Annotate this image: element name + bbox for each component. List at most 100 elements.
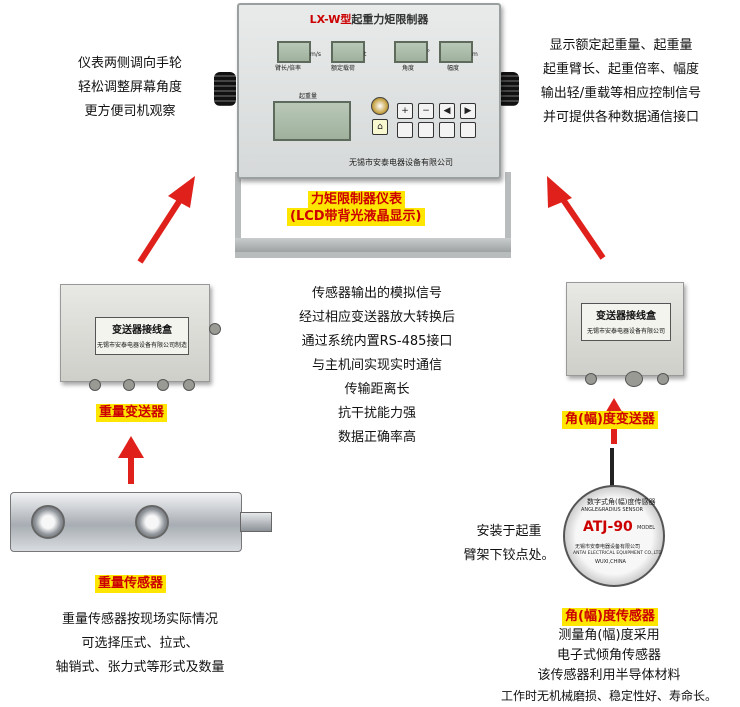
text-line: 仪表两侧调向手轮 (77, 56, 182, 71)
angle-sensor-model-suffix: MODEL (637, 525, 656, 531)
text-line: 通过系统内置RS-485接口 (301, 334, 453, 349)
top-right-description: 显示额定起重量、起重量 起重臂长、起重倍率、幅度 输出轻/重载等相应控制信号 并… (526, 34, 716, 130)
box-label: 变送器接线盒 (112, 325, 172, 336)
load-sensor-hole-icon (135, 505, 169, 539)
moment-limiter-instrument: LX-W型起重力矩限制器 m/s 臂长/倍率 t 额定载荷 ° 角度 m 幅度 … (237, 3, 501, 179)
bottom-right-description: 测量角(幅)度采用 电子式倾角传感器 该传感器利用半导体材料 工作时无机械磨损、… (478, 626, 740, 706)
text-line: 重量传感器按现场实际情况 (61, 612, 218, 627)
text-line: 显示额定起重量、起重量 (549, 38, 693, 53)
arrow-head (547, 176, 572, 208)
arrow-shaft (137, 195, 185, 264)
minus-key[interactable]: − (418, 103, 434, 119)
top-left-description: 仪表两侧调向手轮 轻松调整屏幕角度 更方便司机观察 (55, 52, 205, 124)
weight-transmitter-box: 变送器接线盒 无锡市安泰电器设备有限公司制造 (60, 284, 221, 391)
text-line: 传感器输出的模拟信号 (311, 286, 442, 301)
text-line: 数据正确率高 (337, 430, 416, 445)
box-company: 无锡市安泰电器设备有限公司制造 (96, 342, 187, 349)
function-key[interactable] (439, 122, 455, 138)
left-adjust-knob-icon (214, 72, 236, 106)
text-line: 该传感器利用半导体材料 (537, 668, 681, 683)
load-sensor-hole-icon (31, 505, 65, 539)
lcd-label: 幅度 (447, 65, 460, 72)
lcd-label: 额定载荷 (331, 65, 356, 72)
cable-gland-icon (657, 373, 669, 385)
lcd-label: 臂长/倍率 (275, 65, 302, 72)
instrument-caption-line2: (LCD带背光液晶显示) (287, 208, 425, 226)
function-key[interactable] (397, 122, 413, 138)
instrument-bracket-base (235, 238, 511, 252)
bottom-left-description: 重量传感器按现场实际情况 可选择压式、拉式、 轴销式、张力式等形式及数量 (35, 608, 245, 680)
angle-sensor-company-en: ANTAI ELECTRICAL EQUIPMENT CO.,LTD (573, 551, 662, 556)
arrow-head (118, 436, 144, 458)
load-sensor-caption: 重量传感器 (95, 575, 167, 593)
lcd-unit: m/s (310, 51, 321, 58)
angle-transmitter-caption: 角(幅)度变送器 (562, 411, 658, 429)
angle-sensor-caption: 角(幅)度传感器 (562, 608, 658, 626)
text-line: 传输距离长 (344, 382, 410, 397)
lcd-unit: t (364, 51, 367, 58)
right-key[interactable]: ▶ (460, 103, 476, 119)
angle-sensor-model: ATJ-90 (583, 519, 633, 535)
text-line: 安装于起重 (476, 524, 542, 539)
lcd-radius (439, 41, 473, 63)
key-switch-icon[interactable] (371, 97, 389, 115)
left-key[interactable]: ◀ (439, 103, 455, 119)
mount-description: 安装于起重 臂架下铰点处。 (454, 520, 564, 568)
lcd-load (273, 101, 351, 141)
angle-sensor-company: 无锡市安泰电器设备有限公司 (575, 544, 641, 550)
angle-sensor-ring-text: 数字式角(幅)度传感器 (587, 498, 656, 506)
arrow-shaft (557, 193, 606, 260)
home-key[interactable]: ⌂ (372, 119, 388, 135)
lcd-label: 起重量 (299, 93, 318, 100)
function-key[interactable] (418, 122, 434, 138)
weight-transmitter-caption: 重量变送器 (96, 404, 168, 422)
center-description: 传感器输出的模拟信号 经过相应变送器放大转换后 通过系统内置RS-485接口 与… (277, 282, 477, 450)
instrument-model-code: LX-W型 (309, 13, 352, 26)
lcd-rated-load (331, 41, 365, 63)
text-line: 起重臂长、起重倍率、幅度 (542, 62, 699, 77)
text-line: 轴销式、张力式等形式及数量 (55, 660, 225, 675)
instrument-model-name: 起重力矩限制器 (351, 13, 429, 26)
lcd-unit: ° (427, 49, 430, 56)
box-company: 无锡市安泰电器设备有限公司 (586, 328, 665, 335)
cable-gland-icon (625, 371, 643, 387)
lcd-unit: m (472, 51, 478, 58)
angle-sensor-origin: WUXI,CHINA (595, 559, 626, 565)
cable-gland-icon (183, 379, 195, 391)
cable-gland-icon (123, 379, 135, 391)
text-line: 并可提供各种数据通信接口 (542, 110, 699, 125)
cable-gland-icon (209, 323, 221, 335)
plus-key[interactable]: + (397, 103, 413, 119)
text-line: 测量角(幅)度采用 (558, 628, 660, 643)
lcd-angle (394, 41, 428, 63)
instrument-company: 无锡市安泰电器设备有限公司 (349, 158, 453, 167)
angle-sensor-cable (610, 448, 614, 488)
text-line: 抗干扰能力强 (337, 406, 416, 421)
text-line: 臂架下铰点处。 (463, 548, 555, 563)
load-sensor-connector (240, 512, 272, 532)
text-line: 电子式倾角传感器 (556, 648, 661, 663)
angle-sensor-image: 数字式角(幅)度传感器 ANGLE&RADIUS SENSOR ATJ-90 M… (563, 485, 665, 587)
box-label: 变送器接线盒 (596, 311, 656, 322)
load-sensor-image (10, 492, 242, 552)
weight-transmitter-label-plate: 变送器接线盒 无锡市安泰电器设备有限公司制造 (95, 317, 189, 355)
text-line: 与主机间实现实时通信 (311, 358, 442, 373)
angle-transmitter-box: 变送器接线盒 无锡市安泰电器设备有限公司 (566, 282, 684, 387)
lcd-label: 角度 (402, 65, 415, 72)
function-key[interactable] (460, 122, 476, 138)
arrow-head (168, 176, 195, 208)
text-line: 轻松调整屏幕角度 (77, 80, 182, 95)
text-line: 经过相应变送器放大转换后 (298, 310, 455, 325)
angle-sensor-ring-text-en: ANGLE&RADIUS SENSOR (581, 507, 643, 513)
cable-gland-icon (89, 379, 101, 391)
instrument-title: LX-W型起重力矩限制器 (239, 11, 499, 27)
text-line: 工作时无机械磨损、稳定性好、寿命长。 (500, 689, 717, 703)
right-adjust-knob-icon (497, 72, 519, 106)
text-line: 输出轻/重载等相应控制信号 (540, 86, 702, 101)
text-line: 更方便司机观察 (84, 104, 176, 119)
angle-transmitter-label-plate: 变送器接线盒 无锡市安泰电器设备有限公司 (581, 303, 671, 341)
cable-gland-icon (157, 379, 169, 391)
instrument-caption-line1: 力矩限制器仪表 (308, 191, 406, 209)
lcd-boom-length (277, 41, 311, 63)
text-line: 可选择压式、拉式、 (81, 636, 199, 651)
